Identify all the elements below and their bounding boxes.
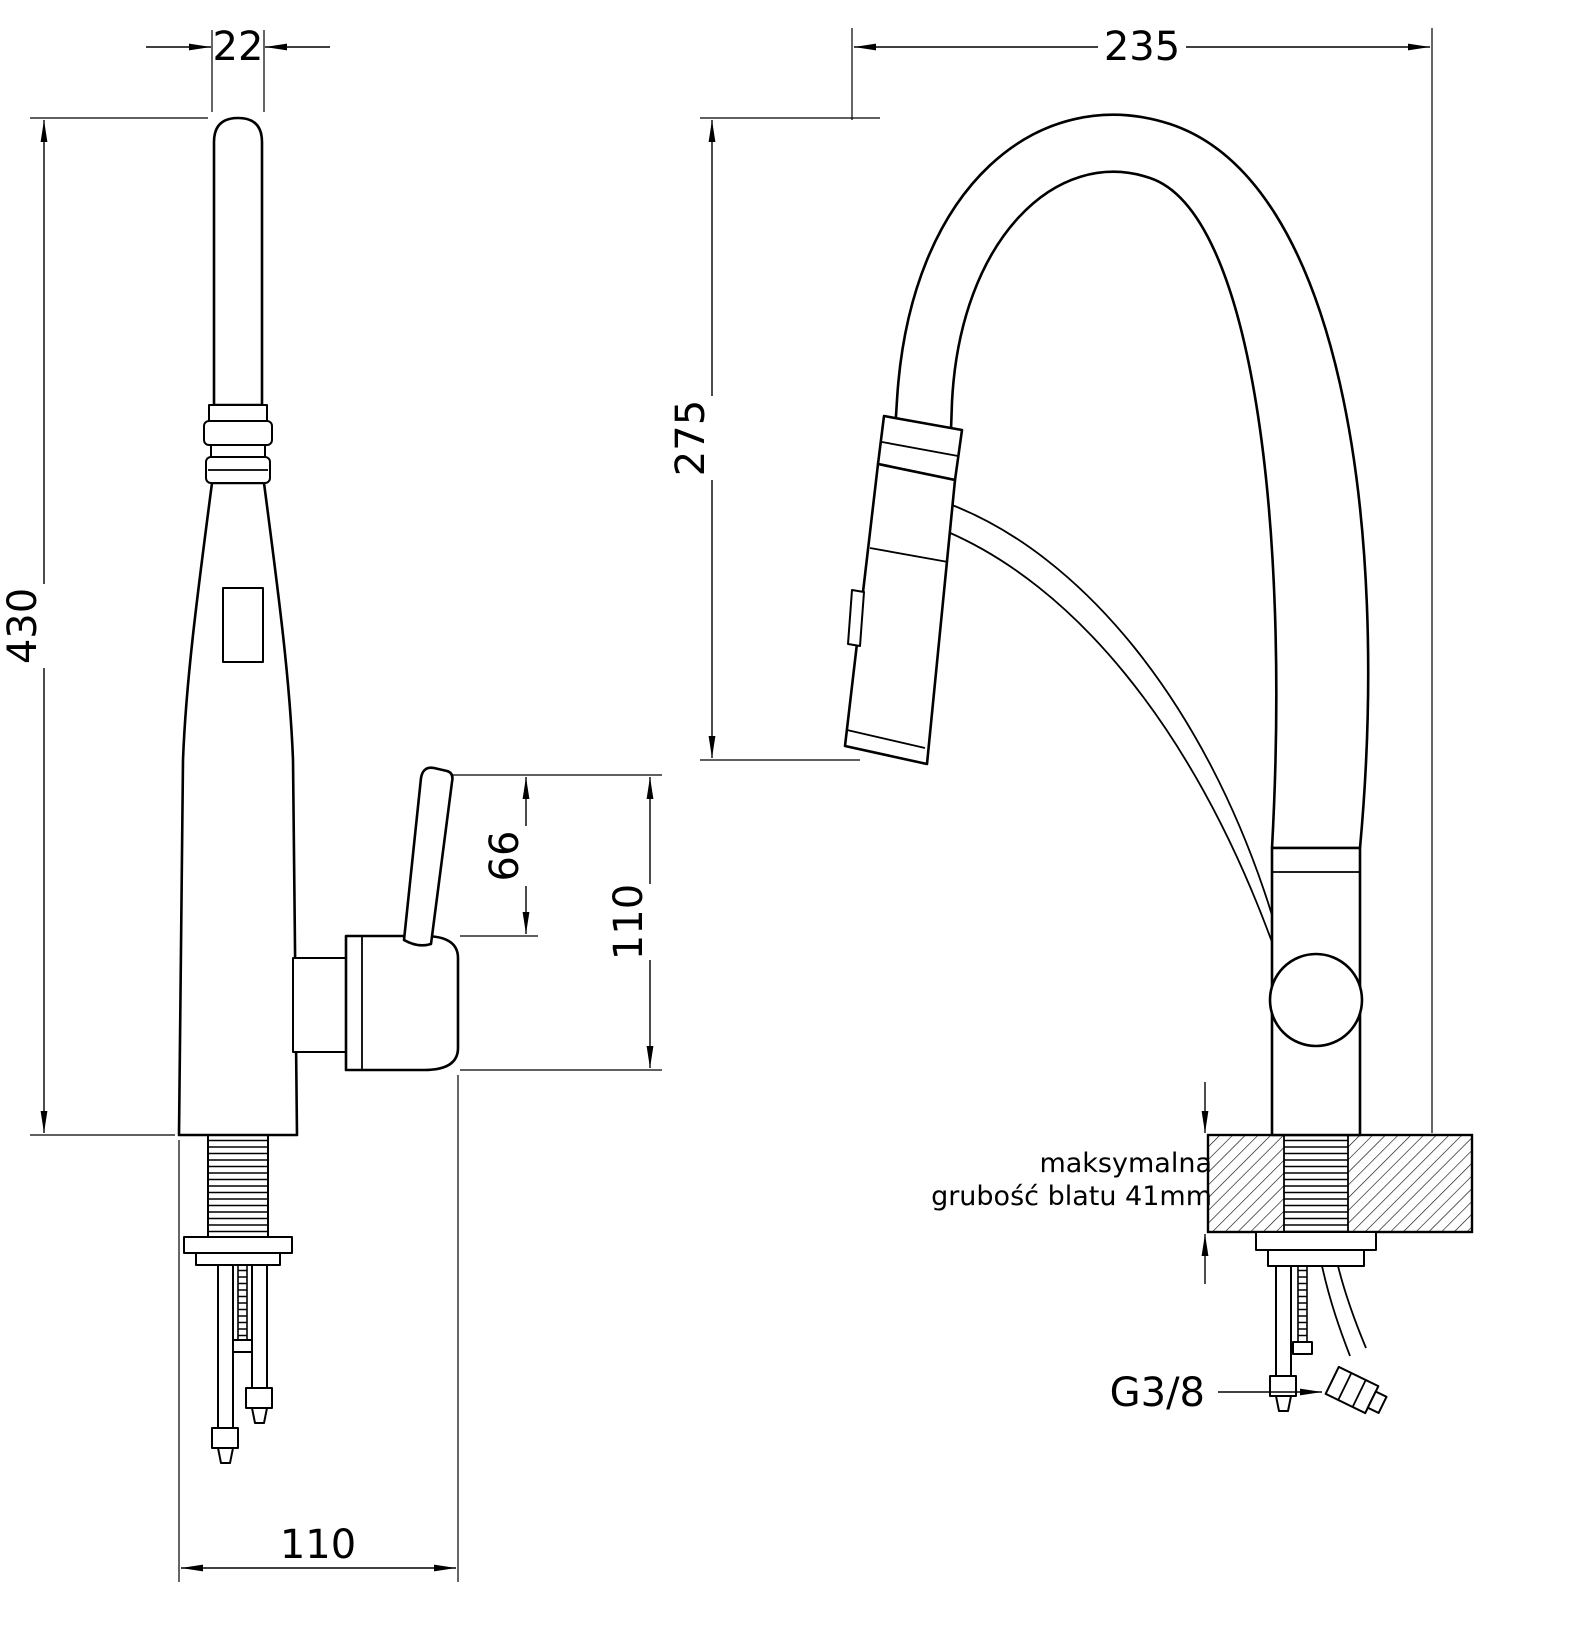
dim-lever-height: 66 <box>452 774 662 937</box>
aerator-collar <box>203 420 273 446</box>
hose-front-left <box>1275 1265 1292 1377</box>
front-view: 235 275 maksymalna grubość blatu 41mm G3… <box>668 24 1474 1416</box>
dim-base-depth-label: 110 <box>280 1522 356 1568</box>
dim-total-height-label: 430 <box>0 588 46 664</box>
handle-lever <box>402 766 454 947</box>
hose-left-nut <box>211 1427 239 1449</box>
faucet-body-front <box>1268 846 1364 1137</box>
dim-handle-height-label: 110 <box>606 884 652 960</box>
dim-reach-label: 235 <box>1104 24 1180 70</box>
mounting-flange <box>183 1236 293 1254</box>
handle <box>292 766 460 1072</box>
body-display-window <box>222 587 264 663</box>
counter-note-line2: grubość blatu 41mm <box>931 1181 1212 1212</box>
nut-front <box>1267 1249 1365 1267</box>
dim-base-depth: 110 <box>178 1075 459 1582</box>
aerator-neck <box>210 444 266 458</box>
side-view: 22 430 66 110 <box>0 24 662 1582</box>
dim-spout-width-label: 22 <box>213 24 264 70</box>
under-counter-hardware <box>1255 1231 1388 1415</box>
spout-tube <box>203 116 273 484</box>
stud-front <box>1297 1265 1308 1349</box>
counter-note-line1: maksymalna <box>1039 1148 1212 1179</box>
supply-hose-right <box>251 1264 268 1389</box>
aerator-ring <box>208 404 268 422</box>
hose-front-left-tip <box>1275 1395 1292 1412</box>
body-ball-joint <box>1268 952 1364 1048</box>
mounting-nut <box>195 1252 281 1266</box>
pullout-hose <box>947 504 1273 943</box>
thread-label-text: G3/8 <box>1110 1370 1205 1416</box>
hose-right-nut <box>245 1387 273 1409</box>
gooseneck-spout <box>893 113 1370 850</box>
g38-connector-nut <box>1324 1365 1388 1415</box>
countertop <box>1206 1133 1474 1234</box>
spray-head <box>843 414 964 766</box>
handle-neck <box>292 957 347 1053</box>
dim-spout-height: 275 <box>668 117 880 761</box>
stud-front-nut <box>1292 1341 1313 1355</box>
stud-nut <box>232 1339 253 1353</box>
hose-right-tip <box>251 1407 268 1424</box>
thread-size-label: G3/8 <box>1110 1370 1322 1416</box>
counter-thickness-note: maksymalna grubość blatu 41mm <box>931 1082 1212 1284</box>
stem-through-counter <box>1284 1135 1348 1232</box>
spray-head-button <box>847 589 865 647</box>
handle-cap <box>344 934 460 1072</box>
hose-front-left-nut <box>1269 1375 1297 1397</box>
supply-hose-left <box>217 1264 234 1429</box>
dim-lever-height-label: 66 <box>482 831 528 882</box>
dim-reach: 235 <box>851 24 1433 1133</box>
mounting-stud <box>237 1264 248 1346</box>
threaded-stem <box>207 1134 269 1238</box>
mounting-hardware <box>183 1134 293 1464</box>
dim-total-height: 430 <box>0 117 208 1136</box>
flange-front <box>1255 1231 1377 1251</box>
spray-head-body <box>843 462 957 766</box>
faucet-body <box>177 481 299 1137</box>
dim-handle-height: 110 <box>460 777 662 1071</box>
hose-left-tip <box>217 1447 234 1464</box>
dim-spout-height-label: 275 <box>668 400 714 476</box>
dim-spout-width: 22 <box>146 24 330 112</box>
